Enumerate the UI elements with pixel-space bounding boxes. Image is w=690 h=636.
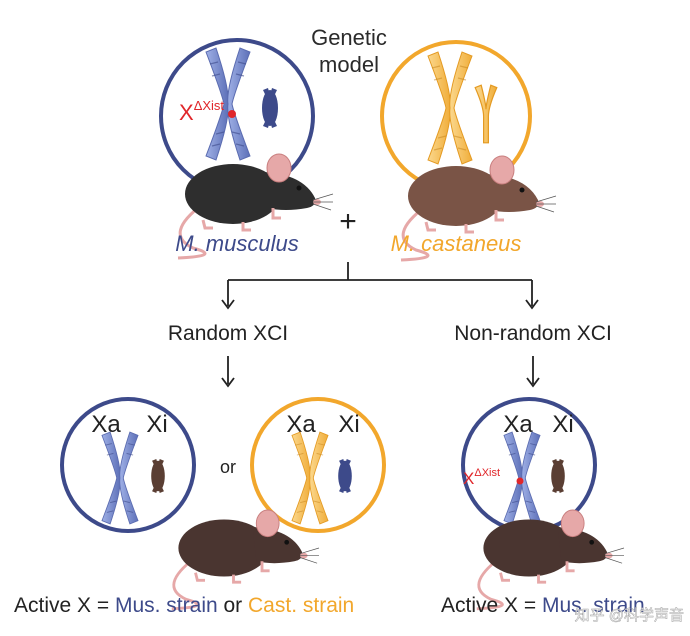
xi-label-1: Xi — [146, 411, 167, 438]
small-chromosome-blue-icon — [338, 459, 352, 493]
x-chromosome-yellow-icon-2 — [291, 431, 329, 525]
y-chromosome-yellow-icon — [474, 84, 498, 144]
random-xci-label: Random XCI — [168, 322, 288, 345]
option-musculus-circle — [60, 397, 196, 533]
down-arrows — [221, 356, 540, 388]
x-chromosome-blue-icon — [101, 431, 139, 525]
non-random-xci-label: Non-random XCI — [454, 322, 612, 345]
watermark: 知乎 @科学声音 — [575, 606, 684, 624]
xi-label-2: Xi — [338, 411, 359, 438]
small-chromosome-brown-icon — [151, 459, 165, 493]
musculus-parent: XΔXist — [159, 38, 335, 260]
xa-label-2: Xa — [286, 411, 316, 438]
species-musculus-label: M. musculus — [175, 231, 298, 256]
castaneus-parent — [380, 40, 558, 262]
x-chromosome-deleted-icon-2 — [503, 431, 541, 525]
or-label: or — [220, 457, 236, 477]
xi-label-3: Xi — [552, 411, 573, 438]
xist-deletion-marker — [228, 110, 236, 118]
species-castaneus-label: M. castaneus — [391, 231, 522, 256]
y-chromosome-icon — [262, 88, 278, 128]
small-chromosome-brown-icon-2 — [551, 459, 565, 493]
branch-connector — [221, 262, 539, 310]
random-xci-option-musculus: Xa Xi — [60, 397, 196, 533]
random-xci-option-castaneus: Xa Xi — [250, 397, 386, 533]
result-non-random: Active X = Mus. strain — [441, 594, 645, 617]
deletion-label-2: XΔXist — [463, 467, 500, 488]
result-random: Active X = Mus. strain or Cast. strain — [14, 594, 354, 617]
deletion-label: XΔXist — [179, 98, 224, 125]
title-line-1: Genetic — [311, 25, 387, 50]
x-chromosome-yellow-icon — [427, 51, 473, 165]
plus-sign: + — [339, 205, 357, 238]
title-line-2: model — [319, 52, 379, 77]
option-castaneus-circle — [250, 397, 386, 533]
xist-deletion-marker-2 — [516, 477, 524, 485]
